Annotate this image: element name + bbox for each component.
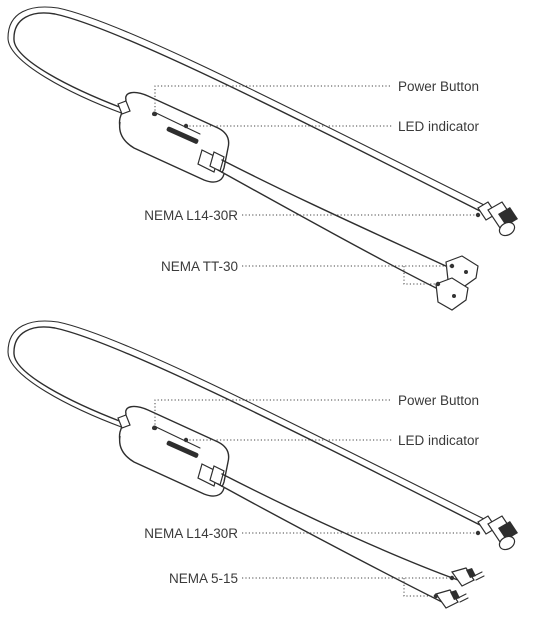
output-cable-1 xyxy=(221,159,451,269)
nema-5-15-plug xyxy=(435,567,485,609)
l14-30r-connector xyxy=(477,201,518,237)
power-button-label: Power Button xyxy=(398,79,479,94)
adapter-diagram-bottom: Power Button LED indicator NEMA L14-30R … xyxy=(7,320,518,609)
plug-a-label: NEMA L14-30R xyxy=(144,526,238,541)
output-cable-2 xyxy=(217,169,441,291)
output-cable-1 xyxy=(221,473,459,581)
led-strip xyxy=(166,126,199,144)
tt-30-plug xyxy=(435,255,479,311)
main-cable-inner xyxy=(7,6,487,207)
l14-30r-connector xyxy=(477,515,518,551)
output-cable-2 xyxy=(217,483,443,603)
led-indicator-label: LED indicator xyxy=(398,433,480,448)
plug-b-label: NEMA TT-30 xyxy=(161,259,238,274)
main-cable xyxy=(13,12,483,213)
control-box xyxy=(117,405,230,497)
led-strip xyxy=(166,440,199,458)
plug-b-label: NEMA 5-15 xyxy=(169,571,238,586)
plug-a-label: NEMA L14-30R xyxy=(144,208,238,223)
main-cable xyxy=(13,326,483,527)
adapter-diagram-top: Power Button LED indicator NEMA L14-30R … xyxy=(7,6,518,311)
power-button-label: Power Button xyxy=(398,393,479,408)
led-indicator-label: LED indicator xyxy=(398,119,480,134)
main-cable-inner xyxy=(7,320,487,521)
control-box xyxy=(117,91,230,183)
